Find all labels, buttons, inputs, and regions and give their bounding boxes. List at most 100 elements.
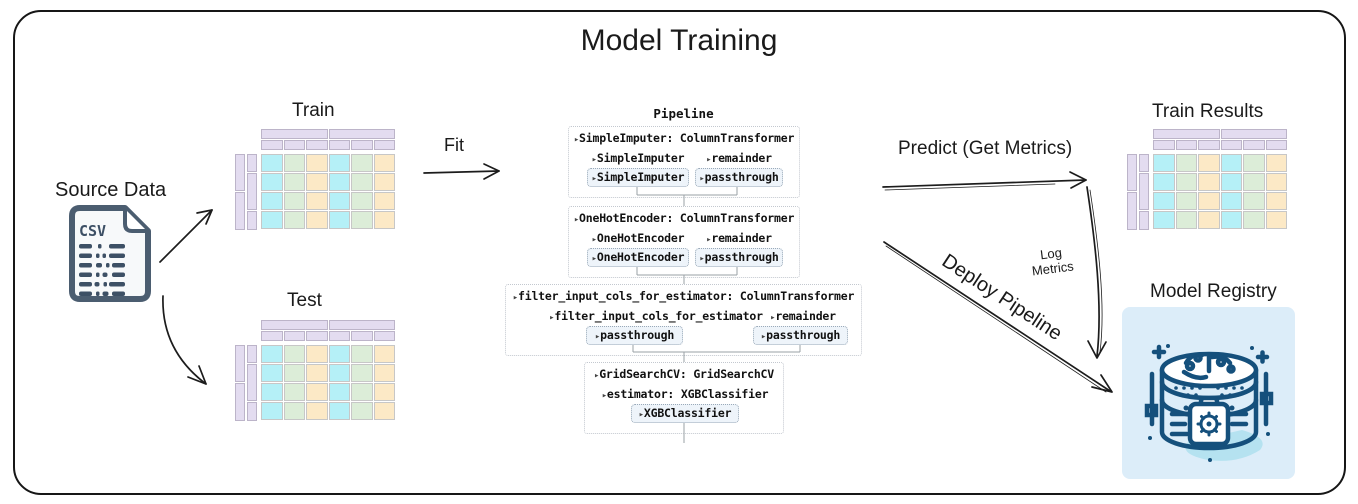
table-cell <box>283 192 305 210</box>
table-cell <box>328 154 350 172</box>
table-cell <box>246 154 257 172</box>
table-cell <box>373 154 395 172</box>
estimator-box[interactable]: passthrough <box>586 326 683 345</box>
table-cell <box>306 364 328 382</box>
table-cell <box>351 173 373 191</box>
table-cell <box>261 331 283 341</box>
table-cell <box>1220 192 1242 210</box>
table-cell <box>283 402 305 420</box>
table-cell <box>328 211 350 229</box>
table-cell <box>1153 140 1175 150</box>
table-cell <box>1175 173 1197 191</box>
table-cell <box>1220 140 1242 150</box>
table-cell <box>246 173 257 210</box>
csv-rows-icon <box>79 244 125 296</box>
table-cell <box>328 129 395 139</box>
database-brain-icon <box>1144 344 1273 462</box>
table-cell <box>261 364 283 382</box>
table-cell <box>1243 192 1265 210</box>
table-cell <box>1265 154 1287 172</box>
table-cell <box>261 383 283 401</box>
pipeline-section-filter-input-cols: filter_input_cols_for_estimator: ColumnT… <box>505 284 862 356</box>
column-header[interactable]: remainder <box>770 309 836 323</box>
train-table <box>235 129 397 230</box>
column-header[interactable]: remainder <box>706 151 772 165</box>
predict-label: Predict (Get Metrics) <box>898 138 1073 159</box>
table-cell <box>351 345 373 363</box>
table-cell <box>373 345 395 363</box>
table-cell <box>1153 211 1175 229</box>
table-cell <box>1175 192 1197 210</box>
estimator-box[interactable]: SimpleImputer <box>587 168 689 187</box>
table-cell <box>306 154 328 172</box>
section-title[interactable]: GridSearchCV: GridSearchCV <box>585 367 783 381</box>
column-header[interactable]: OneHotEncoder <box>592 231 685 245</box>
table-cell <box>1220 173 1242 191</box>
table-cell <box>1243 211 1265 229</box>
table-cell <box>328 383 350 401</box>
table-cell <box>1220 129 1287 139</box>
table-cell <box>306 173 328 191</box>
table-cell <box>235 154 245 191</box>
table-cell <box>328 192 350 210</box>
column-header[interactable]: filter_input_cols_for_estimator <box>549 309 763 323</box>
table-cell <box>1138 154 1149 172</box>
diagram-frame <box>13 10 1346 495</box>
table-cell <box>1243 154 1265 172</box>
section-subtitle[interactable]: estimator: XGBClassifier <box>602 387 769 401</box>
table-cell <box>246 345 257 363</box>
estimator-box[interactable]: passthrough <box>695 248 783 267</box>
column-header[interactable]: SimpleImputer <box>592 151 685 165</box>
table-cell <box>351 364 373 382</box>
table-cell <box>261 140 283 150</box>
table-cell <box>1153 173 1175 191</box>
section-title[interactable]: OneHotEncoder: ColumnTransformer <box>569 211 799 225</box>
table-cell <box>328 345 350 363</box>
table-cell <box>1138 173 1149 210</box>
csv-text: CSV <box>79 222 106 240</box>
table-cell <box>373 402 395 420</box>
table-cell <box>1220 211 1242 229</box>
source-data-label: Source Data <box>55 179 167 201</box>
table-cell <box>373 140 395 150</box>
table-cell <box>1198 140 1220 150</box>
table-cell <box>306 211 328 229</box>
table-cell <box>1175 154 1197 172</box>
table-cell <box>1138 211 1149 230</box>
table-cell <box>261 173 283 191</box>
table-cell <box>328 320 395 330</box>
pipeline-section-onehotencoder: OneHotEncoder: ColumnTransformer OneHotE… <box>568 206 800 278</box>
table-cell <box>351 140 373 150</box>
csv-file-icon: CSV <box>63 203 157 305</box>
table-cell <box>1175 211 1197 229</box>
section-title[interactable]: filter_input_cols_for_estimator: ColumnT… <box>506 289 861 303</box>
table-cell <box>1153 129 1220 139</box>
pipeline-section-gridsearchcv: GridSearchCV: GridSearchCV estimator: XG… <box>584 362 784 434</box>
table-cell <box>283 345 305 363</box>
table-cell <box>1198 211 1220 229</box>
estimator-box[interactable]: passthrough <box>753 326 848 345</box>
page-title: Model Training <box>580 24 778 57</box>
table-cell <box>283 211 305 229</box>
table-cell <box>373 364 395 382</box>
table-cell <box>261 345 283 363</box>
table-cell <box>246 211 257 230</box>
section-title[interactable]: SimpleImputer: ColumnTransformer <box>569 131 799 145</box>
log-metrics-label: Log Metrics <box>1031 244 1075 279</box>
train-results-table <box>1127 129 1289 230</box>
table-cell <box>1265 140 1287 150</box>
table-cell <box>328 364 350 382</box>
table-cell <box>283 331 305 341</box>
table-cell <box>328 140 350 150</box>
estimator-box[interactable]: passthrough <box>695 168 783 187</box>
table-cell <box>351 331 373 341</box>
table-cell <box>306 383 328 401</box>
estimator-box[interactable]: XGBClassifier <box>631 404 739 423</box>
column-header[interactable]: remainder <box>706 231 772 245</box>
table-cell <box>261 192 283 210</box>
table-cell <box>283 364 305 382</box>
table-cell <box>328 331 350 341</box>
table-cell <box>1127 192 1137 230</box>
estimator-box[interactable]: OneHotEncoder <box>587 248 689 267</box>
